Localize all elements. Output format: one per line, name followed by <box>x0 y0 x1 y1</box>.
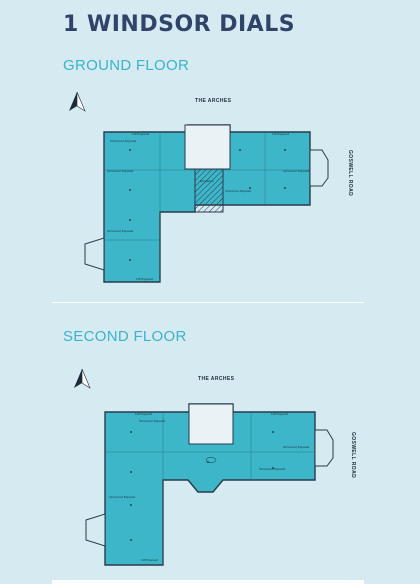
annotation: Structural Exposed <box>259 467 285 471</box>
ground-floor-plan: OP Exposed OP Exposed Structural Exposed… <box>80 120 350 295</box>
second-street-top: THE ARCHES <box>198 376 235 382</box>
annotation: Structural Exposed <box>283 169 309 173</box>
annotation: OP Exposed <box>135 412 152 416</box>
annotation: OP Exposed <box>136 277 153 281</box>
bottom-rule <box>52 580 364 584</box>
annotation: OP Exposed <box>132 132 149 136</box>
section-divider <box>52 302 364 303</box>
annotation: Reception <box>199 179 214 183</box>
annotation: OP Exposed <box>141 558 158 562</box>
annotation: Structural Exposed <box>107 229 133 233</box>
annotation: Structural Exposed <box>283 445 309 449</box>
annotation: OP Exposed <box>272 132 289 136</box>
annotation: Structural Exposed <box>139 419 165 423</box>
ground-street-top: THE ARCHES <box>195 98 232 104</box>
annotation: Structural Exposed <box>107 169 133 173</box>
page-title: 1 WINDSOR DIALS <box>63 12 296 37</box>
second-floor-label: SECOND FLOOR <box>63 328 187 345</box>
north-arrow-icon <box>69 91 86 112</box>
ground-floor-label: GROUND FLOOR <box>63 57 190 74</box>
annotation: Structural Exposed <box>110 139 136 143</box>
annotation: Structural Exposed <box>109 495 135 499</box>
annotation: OP Exposed <box>271 412 288 416</box>
annotation: Structural Exposed <box>225 189 251 193</box>
second-floor-plan: OP Exposed OP Exposed Structural Exposed… <box>83 400 353 575</box>
north-arrow-icon <box>74 368 91 389</box>
